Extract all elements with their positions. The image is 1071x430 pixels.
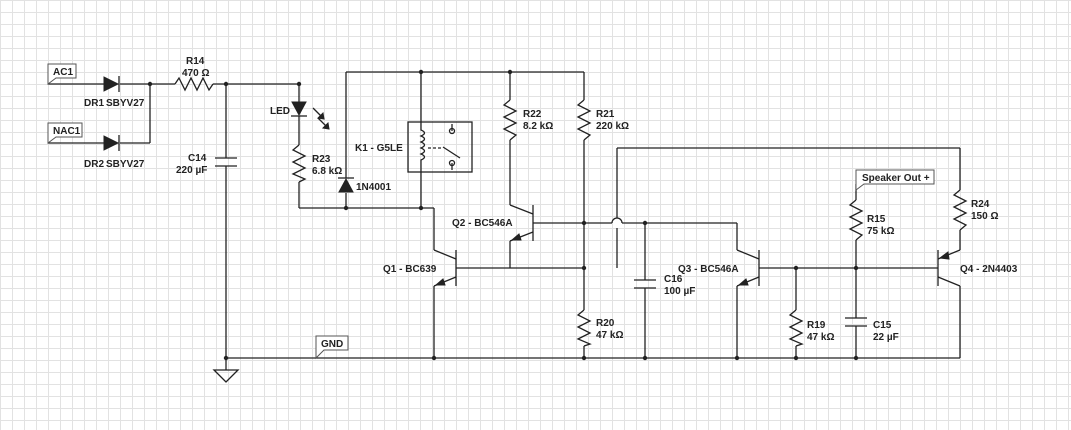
- port-gnd-label: GND: [321, 339, 343, 350]
- resistor-r20: R20 47 kΩ: [576, 309, 623, 347]
- capacitor-c14: C14 220 µF: [176, 153, 237, 176]
- port-ac1: AC1: [47, 63, 77, 85]
- port-speaker-out: Speaker Out +: [855, 169, 935, 191]
- q2-name: Q2 - BC546A: [452, 218, 513, 229]
- q1-name: Q1 - BC639: [383, 264, 437, 275]
- port-ac1-label: AC1: [53, 67, 73, 78]
- r23-name: R23: [312, 154, 331, 165]
- led-name: LED: [270, 106, 290, 117]
- resistor-r24: R24 150 Ω: [952, 189, 998, 231]
- resistor-r22: R22 8.2 kΩ: [502, 99, 553, 141]
- port-nac1-label: NAC1: [53, 126, 81, 137]
- r23-value: 6.8 kΩ: [312, 166, 342, 177]
- r14-value: 470 Ω: [182, 68, 209, 79]
- capacitor-c16: C16 100 µF: [634, 274, 695, 297]
- c16-value: 100 µF: [664, 286, 695, 297]
- q4-name: Q4 - 2N4403: [960, 264, 1018, 275]
- r14-name: R14: [186, 56, 205, 67]
- capacitor-c15: C15 22 µF: [845, 317, 899, 343]
- junctions: [147, 69, 859, 361]
- port-nac1: NAC1: [47, 122, 83, 144]
- resistor-r21: R21 220 kΩ: [576, 99, 629, 141]
- r22-name: R22: [523, 109, 542, 120]
- resistor-r23: R23 6.8 kΩ: [291, 144, 342, 183]
- transistor-q1: Q1 - BC639: [383, 249, 457, 287]
- dr2-name: DR2: [84, 159, 104, 170]
- transistor-q2: Q2 - BC546A: [452, 204, 534, 242]
- resistor-r19: R19 47 kΩ: [788, 309, 834, 347]
- c15-value: 22 µF: [873, 332, 899, 343]
- led: LED: [270, 101, 330, 130]
- r24-value: 150 Ω: [971, 211, 998, 222]
- r19-name: R19: [807, 320, 826, 331]
- diode-1n4001: 1N4001: [338, 177, 391, 193]
- c15-name: C15: [873, 320, 892, 331]
- q3-name: Q3 - BC546A: [678, 264, 739, 275]
- port-gnd: GND: [315, 335, 349, 360]
- r20-name: R20: [596, 318, 615, 329]
- dr1-value: SBYV27: [106, 98, 145, 109]
- transistor-q3: Q3 - BC546A: [678, 249, 760, 287]
- dr2-value: SBYV27: [106, 159, 145, 170]
- relay-k1: K1 - G5LE: [355, 121, 473, 173]
- k1-name: K1 - G5LE: [355, 143, 403, 154]
- dr1-name: DR1: [84, 98, 104, 109]
- c14-name: C14: [188, 153, 207, 164]
- r15-name: R15: [867, 214, 886, 225]
- r21-name: R21: [596, 109, 615, 120]
- port-speaker-label: Speaker Out +: [862, 173, 930, 184]
- ground-symbol: [212, 369, 240, 383]
- r15-value: 75 kΩ: [867, 226, 894, 237]
- resistor-r15: R15 75 kΩ: [848, 199, 894, 241]
- diode-dr1: DR1 SBYV27: [84, 76, 145, 109]
- r24-name: R24: [971, 199, 990, 210]
- d1n4001-name: 1N4001: [356, 182, 391, 193]
- c14-value: 220 µF: [176, 165, 207, 176]
- r22-value: 8.2 kΩ: [523, 121, 553, 132]
- diode-dr2: DR2 SBYV27: [84, 135, 145, 170]
- r20-value: 47 kΩ: [596, 330, 623, 341]
- r19-value: 47 kΩ: [807, 332, 834, 343]
- resistor-r14: R14 470 Ω: [174, 56, 214, 92]
- transistor-q4: Q4 - 2N4403: [937, 249, 1018, 287]
- r21-value: 220 kΩ: [596, 121, 629, 132]
- c16-name: C16: [664, 274, 683, 285]
